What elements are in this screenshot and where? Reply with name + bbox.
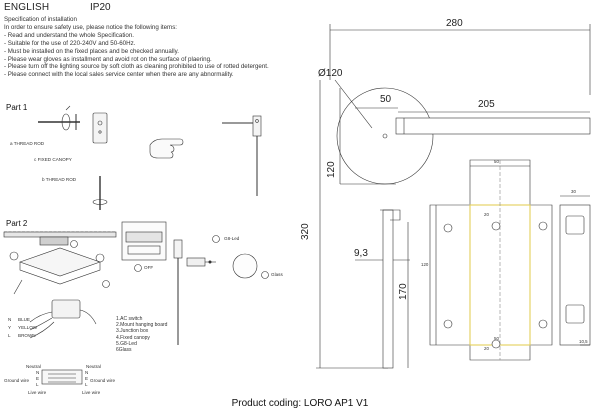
wiring-ground-right: Ground wire	[90, 378, 116, 383]
wiring-ground-left: Ground wire	[4, 378, 30, 383]
spec-item: - Suitable for the use of 220-240V and 5…	[4, 39, 136, 47]
plate-dimension-50-top: 50	[494, 159, 499, 164]
dimension-9-3: 9,3	[354, 248, 368, 259]
fixed-canopy-drawing	[92, 112, 108, 144]
part1-heading: Part 1	[6, 103, 28, 112]
g8-led-label: G8-Led	[224, 236, 240, 241]
wire-color-brown: BROWN	[18, 333, 36, 338]
legend-item: 6Glass	[116, 347, 132, 354]
spec-item: - Please connect with the local sales se…	[4, 71, 234, 79]
wire-connector-drawing	[29, 299, 97, 339]
language-heading: ENGLISH	[4, 2, 50, 13]
spec-intro: In order to ensure safety use, please no…	[4, 23, 178, 31]
parts-legend: 1.AC switch 2.Mount hanging board 3.Junc…	[116, 316, 167, 353]
thread-rod-a-drawing	[38, 105, 80, 131]
plate-dimension-50-bottom: 50	[494, 336, 499, 341]
mount-plate-front-view	[429, 159, 553, 361]
g8-led-drawing	[186, 235, 220, 267]
wiring-diagram	[41, 369, 83, 385]
dimension-50: 50	[380, 94, 392, 105]
thread-rod-a-label: a THREAD ROD	[10, 141, 45, 146]
wiring-n-left: N	[36, 370, 40, 375]
side-dimension-30: 30	[571, 189, 576, 194]
wiring-n-right: N	[85, 370, 89, 375]
dimension-170: 170	[398, 283, 409, 300]
product-coding: Product coding: LORO AP1 V1	[231, 398, 369, 409]
wiring-neutral-right: Neutral	[86, 364, 101, 369]
spec-title: Specification of installation	[4, 16, 77, 23]
dimension-205: 205	[478, 99, 495, 110]
product-dimension-drawing	[316, 24, 591, 369]
plate-dimension-20-bottom: 20	[484, 346, 489, 351]
thread-rod-b-drawing	[92, 176, 108, 210]
ceiling-installation-drawing	[3, 231, 117, 295]
wiring-l-left: L	[36, 382, 39, 387]
thread-rod-b-label: b THREAD ROD	[42, 177, 77, 182]
legend-item: 1.AC switch	[116, 316, 143, 322]
assembled-rod-drawing	[222, 115, 262, 196]
plate-dimension-20-top: 20	[484, 212, 489, 217]
wire-color-blue: BLUE	[18, 317, 31, 322]
wiring-l-right: L	[85, 382, 88, 387]
side-dimension-10-5: 10,5	[579, 339, 588, 344]
glass-drawing	[232, 253, 269, 279]
spec-item: - Please turn off the lighting source by…	[4, 63, 269, 71]
legend-item: 5.G8-Led	[116, 340, 137, 347]
wiring-e-left: E	[36, 376, 40, 381]
dimension-diameter-120: Ø120	[318, 68, 343, 79]
wire-letter-n: N	[8, 317, 12, 322]
hanging-rod-drawing	[173, 239, 183, 345]
wiring-live-left: Live wire	[28, 390, 47, 395]
wire-letter-l: L	[8, 333, 11, 338]
fixed-canopy-label: c FIXED CANOPY	[34, 157, 72, 162]
part2-heading: Part 2	[6, 219, 28, 228]
dimension-320: 320	[300, 223, 311, 240]
switch-off-label: OFF	[144, 265, 154, 270]
wiring-neutral-left: Neutral	[26, 364, 41, 369]
dimension-120: 120	[326, 161, 337, 178]
legend-item: 3.Junction box	[116, 328, 149, 335]
wire-letter-y: Y	[8, 325, 12, 330]
ip-rating: IP20	[90, 2, 111, 13]
wiring-live-right: Live wire	[82, 390, 101, 395]
legend-item: 2.Mount hanging board	[116, 322, 168, 329]
spec-item: - Must be installed on the fixed places …	[4, 47, 179, 55]
terminal-block-drawing	[121, 221, 167, 272]
spec-item: - Please wear gloves as installment and …	[4, 55, 212, 63]
glass-label: Glass	[271, 272, 283, 277]
plate-dimension-120: 120	[421, 262, 429, 267]
mount-plate-side-view	[559, 195, 591, 346]
wire-color-yellow: YELLOW	[18, 325, 38, 330]
specification-block: Specification of installation In order t…	[4, 16, 334, 79]
hand-pointer-icon	[149, 138, 184, 159]
legend-item: 4.Fixed canopy	[116, 334, 150, 341]
dimension-280: 280	[446, 18, 463, 29]
spec-item: - Read and understand the whole Specific…	[4, 31, 135, 39]
wiring-e-right: E	[85, 376, 89, 381]
